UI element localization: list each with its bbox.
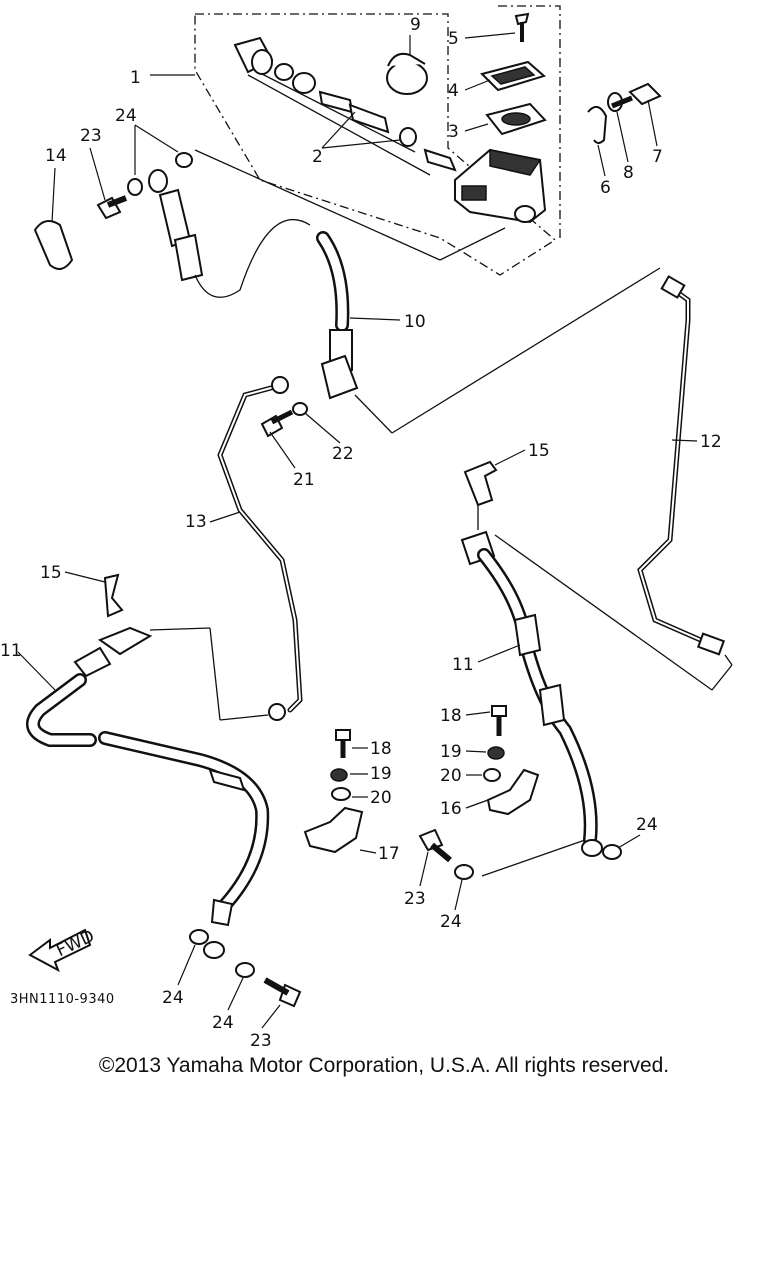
callout-20-right: 20 [440,766,462,786]
callout-24-top: 24 [115,106,137,126]
upper-brake-hose [148,149,506,332]
callout-18-right: 18 [440,706,462,726]
callout-22: 22 [332,444,354,464]
callout-11-left: 11 [0,641,22,661]
brake-hose-right [418,460,622,880]
callout-21: 21 [293,470,315,490]
callout-7: 7 [652,147,663,167]
callout-1: 1 [130,68,141,88]
brake-parts-diagram: FWD 9 5 4 3 1 2 6 8 7 24 23 14 10 22 21 … [0,5,733,1050]
top-left-fittings [33,124,193,270]
callout-10: 10 [404,312,426,332]
fwd-arrow-icon [28,928,92,973]
callout-11-right: 11 [452,655,474,675]
callout-6: 6 [600,178,611,198]
brake-pipe-left [149,376,303,721]
callout-15-left: 15 [40,563,62,583]
callout-24-left-2: 24 [212,1013,234,1033]
callout-19-right: 19 [440,742,462,762]
master-cylinder-assembly-frame [150,5,561,276]
master-cylinder-body [454,148,547,224]
callout-24-right-2: 24 [440,912,462,932]
callout-8: 8 [623,163,634,183]
callout-23-right: 23 [404,889,426,909]
brake-junction-block [260,329,359,438]
callout-15-right: 15 [528,441,550,461]
cap-part [386,35,428,95]
copyright-notice: ©2013 Yamaha Motor Corporation, U.S.A. A… [98,1054,670,1077]
callout-19-left: 19 [370,764,392,784]
callout-24-left-1: 24 [162,988,184,1008]
callout-3: 3 [448,122,459,142]
callout-4: 4 [448,81,459,101]
brake-hose-left [26,573,302,1008]
callout-20-left: 20 [370,788,392,808]
callout-13: 13 [185,512,207,532]
clamp-bolt-parts [587,82,662,144]
callout-23-left: 23 [250,1031,272,1050]
callout-17: 17 [378,844,400,864]
callout-14: 14 [45,146,67,166]
brake-pipe-right [354,267,733,691]
callout-16: 16 [440,799,462,819]
callout-2: 2 [312,147,323,167]
callout-18-left: 18 [370,739,392,759]
piston-kit [233,36,457,176]
callout-5: 5 [448,29,459,49]
callout-23-top: 23 [80,126,102,146]
callout-24-right-1: 24 [636,815,658,835]
drawing-code: 3HN1110-9340 [10,992,115,1007]
reservoir-cover-parts [480,12,547,136]
fwd-label: FWD [53,926,97,961]
brackets-hardware [303,705,540,854]
callout-12: 12 [700,432,722,452]
callout-9: 9 [410,15,421,35]
